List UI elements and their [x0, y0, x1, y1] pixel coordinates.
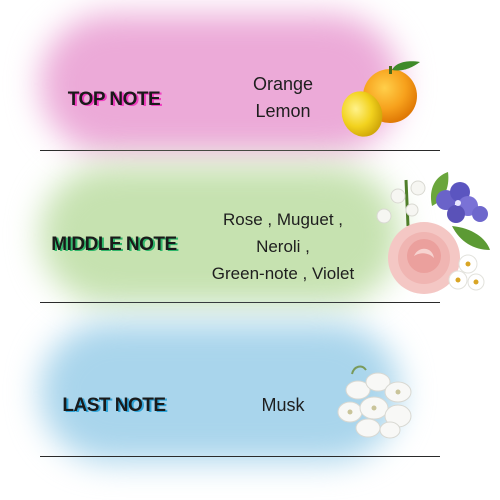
divider-middle — [40, 302, 440, 303]
orange-lemon-icon — [341, 61, 420, 137]
middle-note-background — [40, 165, 400, 305]
top-note-ingredients: Orange Lemon — [188, 71, 378, 125]
white-flowers-icon — [337, 365, 412, 439]
middle-note-ingredients: Rose , Muguet , Neroli , Green-note , Vi… — [188, 206, 378, 287]
divider-last — [40, 456, 440, 457]
ingredient-orange: Orange — [252, 74, 314, 94]
ingredient-lemon: Lemon — [255, 101, 311, 121]
middle-note-section — [0, 0, 500, 305]
top-note-section — [0, 0, 500, 154]
last-note-label: LAST NOTE — [62, 395, 166, 416]
last-note-section — [0, 0, 500, 462]
ingredient-line-2: Neroli , — [256, 237, 310, 256]
ingredient-musk: Musk — [261, 395, 305, 415]
last-note-background — [40, 322, 400, 462]
top-note-background — [40, 14, 400, 154]
ingredient-line-3: Green-note , Violet — [211, 264, 355, 283]
ingredient-line-1: Rose , Muguet , — [222, 210, 343, 229]
divider-top — [40, 150, 440, 151]
flower-bouquet-icon — [376, 172, 490, 294]
middle-note-label: MIDDLE NOTE — [51, 234, 177, 255]
last-note-ingredients: Musk — [188, 392, 378, 419]
top-note-label: TOP NOTE — [67, 89, 161, 110]
